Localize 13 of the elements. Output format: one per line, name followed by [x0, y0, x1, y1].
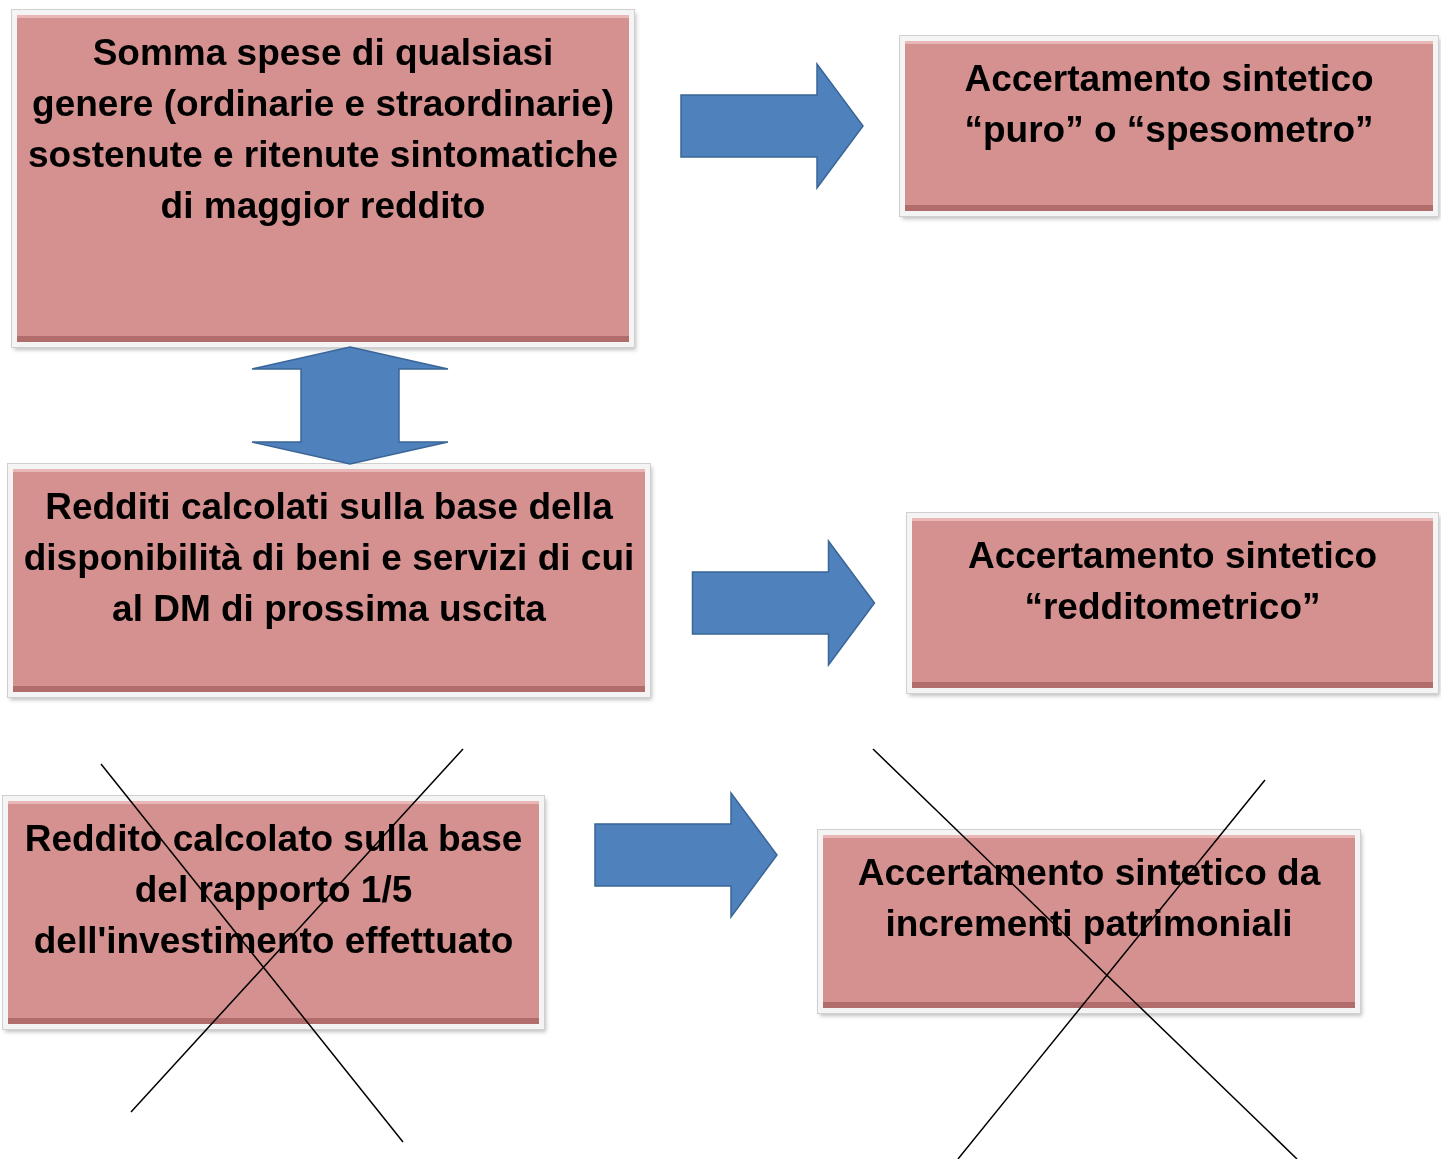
block-arrow [691, 538, 876, 668]
process-box [900, 36, 1438, 216]
box-text: Accertamento sintetico “puro” o “spesometro” [963, 57, 1375, 152]
box-text: Accertamento sintetico “redditometrico” [966, 534, 1379, 629]
process-box [8, 464, 650, 697]
process-box [3, 796, 544, 1029]
process-box [907, 513, 1438, 693]
box-text: Somma spese di qualsiasi genere (ordinarie e straordinarie) sostenute e ritenute sintomatiche di maggior reddito [27, 31, 619, 228]
block-arrow [680, 61, 864, 191]
process-box [12, 10, 634, 347]
block-arrow [594, 790, 778, 920]
block-arrow [251, 346, 449, 465]
box-text: Redditi calcolati sulla base della disponibilità di beni e servizi di cui al DM di prossima uscita [23, 485, 635, 631]
